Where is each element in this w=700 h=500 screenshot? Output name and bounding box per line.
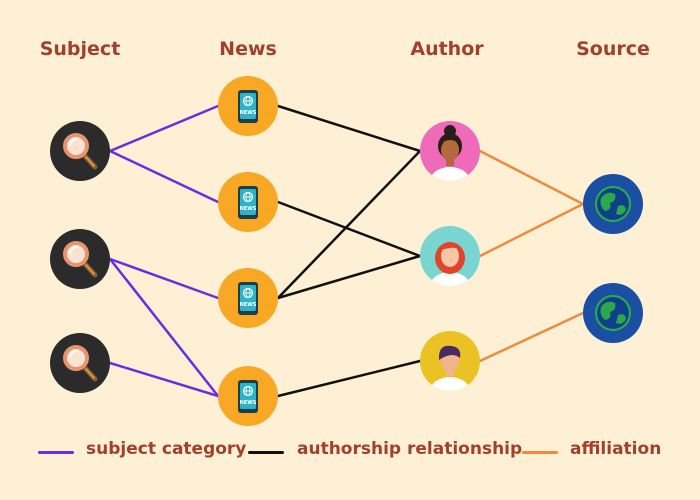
edge-authorship	[276, 104, 422, 153]
edge-subject-category	[108, 257, 220, 300]
news-node: NEWS	[218, 366, 278, 426]
news-node: NEWS	[218, 268, 278, 328]
edge-subject-category	[108, 149, 220, 204]
subject-node	[50, 121, 110, 181]
edge-subject-category	[108, 257, 220, 398]
column-header-subject: Subject	[39, 38, 121, 60]
magnifier-icon	[50, 333, 110, 393]
person-purplehair-avatar-icon	[420, 331, 480, 391]
news-phone-icon: NEWS	[218, 268, 278, 328]
magnifier-icon	[50, 229, 110, 289]
edge-subject-category	[108, 104, 220, 153]
news-label: NEWS	[240, 206, 257, 212]
legend-swatch-authorship	[248, 451, 284, 454]
legend-swatch-affiliation	[522, 451, 558, 454]
globe-icon	[583, 174, 643, 234]
news-label: NEWS	[240, 400, 257, 406]
column-header-news: News	[219, 38, 277, 60]
magnifier-icon	[50, 121, 110, 181]
author-node	[420, 121, 480, 181]
news-phone-icon: NEWS	[218, 76, 278, 136]
edge-affiliation	[478, 202, 585, 258]
edges-layer	[108, 104, 585, 398]
source-node	[583, 283, 643, 343]
news-node: NEWS	[218, 172, 278, 232]
edge-authorship	[276, 359, 422, 398]
source-node	[583, 174, 643, 234]
edge-authorship	[276, 254, 422, 300]
news-node: NEWS	[218, 76, 278, 136]
woman-redhair-avatar-icon	[420, 226, 480, 286]
legend-label-affiliation: affiliation	[570, 439, 662, 459]
news-phone-icon: NEWS	[218, 366, 278, 426]
column-header-author: Author	[410, 38, 484, 60]
author-node	[420, 331, 480, 391]
column-header-source: Source	[576, 38, 650, 60]
edge-subject-category	[108, 361, 220, 398]
news-label: NEWS	[240, 110, 257, 116]
edge-authorship	[276, 149, 422, 300]
nodes-layer: NEWS NEWS NEWS NEWS	[50, 76, 643, 426]
legend-swatch-subject-category	[38, 451, 74, 454]
subject-node	[50, 229, 110, 289]
author-node	[420, 226, 480, 286]
globe-icon	[583, 283, 643, 343]
legend-label-authorship: authorship relationship	[297, 439, 523, 459]
edge-affiliation	[478, 311, 585, 363]
edge-affiliation	[478, 149, 585, 206]
legend-label-subject-category: subject category	[86, 439, 247, 459]
woman-bun-avatar-icon	[420, 121, 480, 181]
edge-authorship	[276, 200, 422, 258]
subject-node	[50, 333, 110, 393]
news-label: NEWS	[240, 302, 257, 308]
news-phone-icon: NEWS	[218, 172, 278, 232]
